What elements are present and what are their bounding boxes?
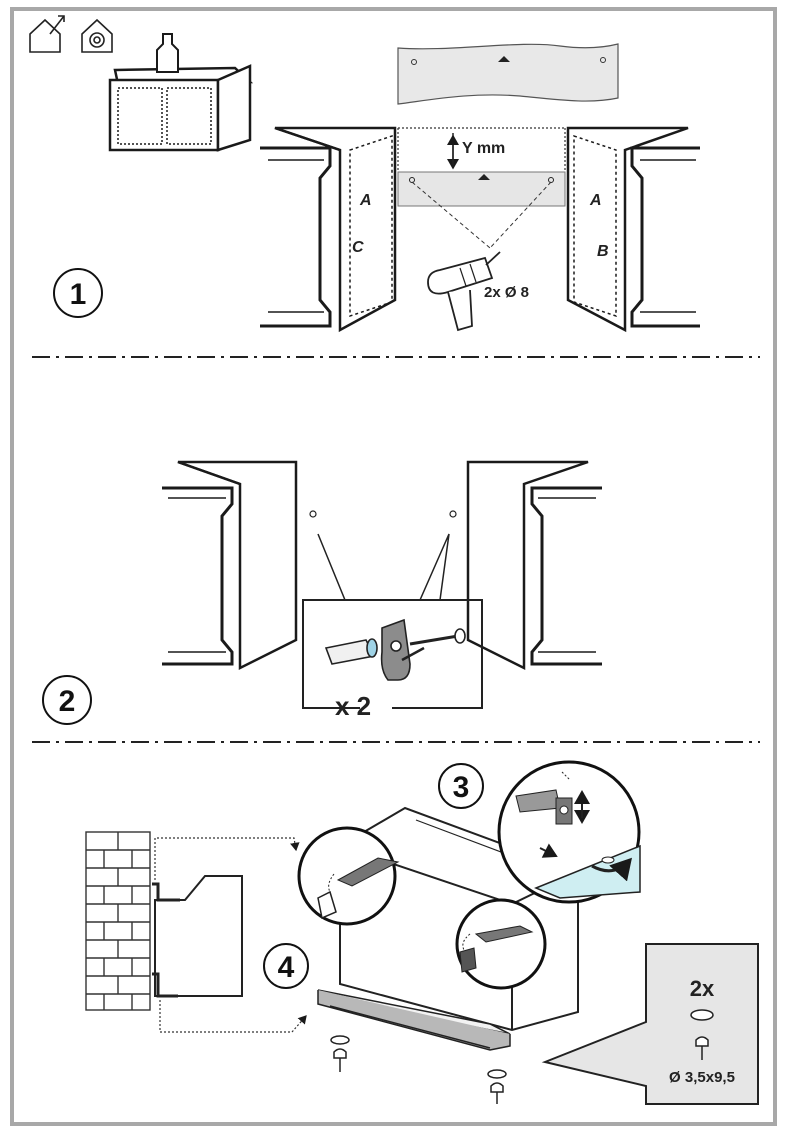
cabinet-left-label-bottom: C (352, 239, 364, 256)
cabinet-left-label-top: A (359, 192, 372, 209)
bracket-detail-right (455, 898, 547, 990)
side-profile (152, 875, 243, 998)
right-cabinet-2 (466, 460, 602, 671)
left-cabinet-1 (260, 126, 397, 333)
drill-spec-label: 2x Ø 8 (484, 284, 529, 301)
paper-template-icon (397, 43, 619, 105)
right-cabinet-1 (566, 126, 700, 333)
brick-wall-icon (85, 831, 151, 1011)
wall-plug-hook-screw-icon (324, 618, 466, 681)
step-3-badge: 3 (438, 763, 484, 809)
screw-quantity-label: 2x (690, 976, 715, 1001)
house-fan-icon (81, 18, 113, 53)
callout-pointer (317, 533, 450, 601)
svg-text:2: 2 (59, 685, 76, 718)
svg-text:1: 1 (70, 278, 87, 311)
drill-icon (427, 251, 501, 332)
step-4-badge: 4 (263, 943, 309, 989)
washer-icon (330, 1035, 507, 1079)
outer-frame (10, 7, 777, 1126)
y-mm-label: Y mm (462, 140, 505, 157)
hook-detail-box (302, 599, 483, 709)
step-2-badge: 2 (42, 675, 92, 725)
drill-hole-right (449, 510, 457, 518)
dotted-arrow-bottom (159, 1000, 307, 1033)
bracket-detail-left (297, 826, 400, 926)
dotted-arrow-top (154, 837, 300, 880)
hook-quantity-label: x 2 (335, 691, 371, 721)
cabinet-right-label-bottom: B (597, 243, 609, 260)
cabinet-right-label-top: A (589, 192, 602, 209)
screw-spec-label: Ø 3,5x9,5 (669, 1069, 735, 1086)
wall-cabinet-icon (108, 33, 254, 152)
svg-text:4: 4 (278, 951, 295, 984)
front-trim-strip (317, 989, 511, 1051)
template-placement (397, 127, 566, 249)
house-outline-icon (29, 15, 65, 53)
step-1-badge: 1 (53, 268, 103, 318)
screw-icon (333, 1048, 504, 1104)
left-cabinet-2 (162, 460, 298, 671)
screw-spec-panel (541, 943, 759, 1105)
adjustment-detail-icon (497, 760, 641, 904)
drill-hole-left (309, 510, 317, 518)
svg-text:3: 3 (453, 771, 470, 804)
